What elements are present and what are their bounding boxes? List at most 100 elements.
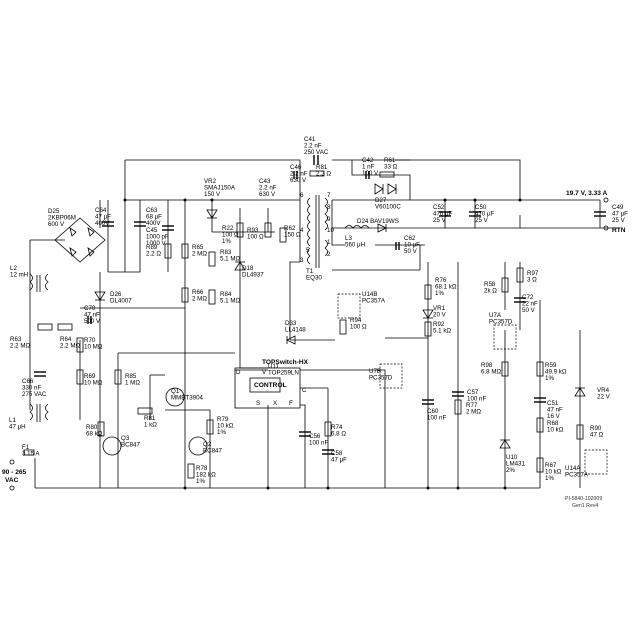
label-c43-line: 2.2 nF <box>259 185 277 192</box>
label-c46-line: 2.2 nF <box>290 171 308 178</box>
label-r59-line: R59 <box>545 362 557 369</box>
label-l3-line: L3 <box>345 235 352 242</box>
label-c43-line: 630 V <box>259 191 276 198</box>
label-r98-line: 6.8 MΩ <box>481 369 501 376</box>
label-d24-line: D24 BAV19WS <box>357 218 399 225</box>
label-r98-line: R98 <box>481 362 493 369</box>
label-r69-line: R69 <box>84 373 96 380</box>
label-r65-line: R65 <box>192 244 204 251</box>
label-r68-line: 10 kΩ <box>547 427 564 434</box>
label-d27-line: V60100C <box>375 204 401 211</box>
label-u14b-line: U14B <box>362 291 377 298</box>
label-r22-line: 1% <box>222 238 231 245</box>
label-r97-line: R97 <box>527 270 539 277</box>
label-c60-line: C60 <box>427 408 439 415</box>
label-r64-line: R64 <box>60 336 72 343</box>
label-c49-line: 25 V <box>612 217 626 224</box>
label-c51-line: C51 <box>547 400 559 407</box>
label-r62-line: R62 <box>284 225 296 232</box>
label-c66-line: C66 <box>22 378 34 385</box>
transformer-pin-9: 9 <box>327 216 331 223</box>
label-c63-line: C63 <box>146 207 158 214</box>
label-c64-line: C64 <box>95 207 107 214</box>
transformer-pin-6: 6 <box>300 192 304 199</box>
label-d25-line: 2KBP06M <box>48 215 76 222</box>
output-voltage-label: 19.7 V, 3.33 A <box>566 190 608 197</box>
label-c51-line: 16 V <box>547 413 561 420</box>
label-l2-line: 12 mH <box>10 272 28 279</box>
label-c52-line: 25 V <box>433 217 447 224</box>
label-r83-line: R83 <box>220 249 232 256</box>
label-d33-line: D33 <box>285 320 297 327</box>
component-symbols <box>9 155 609 491</box>
label-r67-line: R67 <box>545 462 557 469</box>
label-vr2-line: VR2 <box>204 178 217 185</box>
transformer-pin-2: 2 <box>327 251 331 258</box>
ic-pin-d: D <box>236 369 241 376</box>
label-c41-line: 250 VAC <box>304 149 329 156</box>
drawing-number: PI-5840-102009 <box>565 496 602 502</box>
label-r61-line: 33 Ω <box>384 164 398 171</box>
transformer-pin-7: 7 <box>327 192 331 199</box>
label-c52-line: 470 μF <box>433 211 453 218</box>
label-r59-line: 1% <box>545 375 554 382</box>
label-r79-line: R79 <box>217 416 229 423</box>
ic-family-label: TOPSwitch-HX <box>262 359 309 366</box>
label-d25-line: 600 V <box>48 221 65 228</box>
label-u10-line: U10 <box>506 454 518 461</box>
label-r64-line: 2.2 MΩ <box>60 343 80 350</box>
label-vr4-line: 22 V <box>597 394 611 401</box>
transformer-pin-5: 5 <box>306 247 310 254</box>
label-c72-line: 22 nF <box>522 301 538 308</box>
ic-control-block: CONTROL <box>254 382 287 389</box>
label-l1-line: L1 <box>9 417 16 424</box>
label-d27-line: D27 <box>375 197 387 204</box>
label-u7a-line: U7A <box>489 312 502 319</box>
label-vr1-line: 20 V <box>433 312 447 319</box>
label-r79-line: 10 kΩ <box>217 423 234 430</box>
label-d24: D24 BAV19WS <box>357 218 399 225</box>
ic-pin-f: F <box>289 400 293 407</box>
label-d26-line: DL4007 <box>110 298 132 305</box>
label-r76-line: R76 <box>435 277 447 284</box>
label-c41-line: C41 <box>304 136 316 143</box>
drawing-revision: Gen1 Rev4 <box>572 503 598 509</box>
label-r22-line: 100 Ω <box>222 232 239 239</box>
label-r94-line: R94 <box>350 317 362 324</box>
ic-pin-v: V <box>262 369 267 376</box>
label-c42-line: 1 nF <box>362 164 375 171</box>
